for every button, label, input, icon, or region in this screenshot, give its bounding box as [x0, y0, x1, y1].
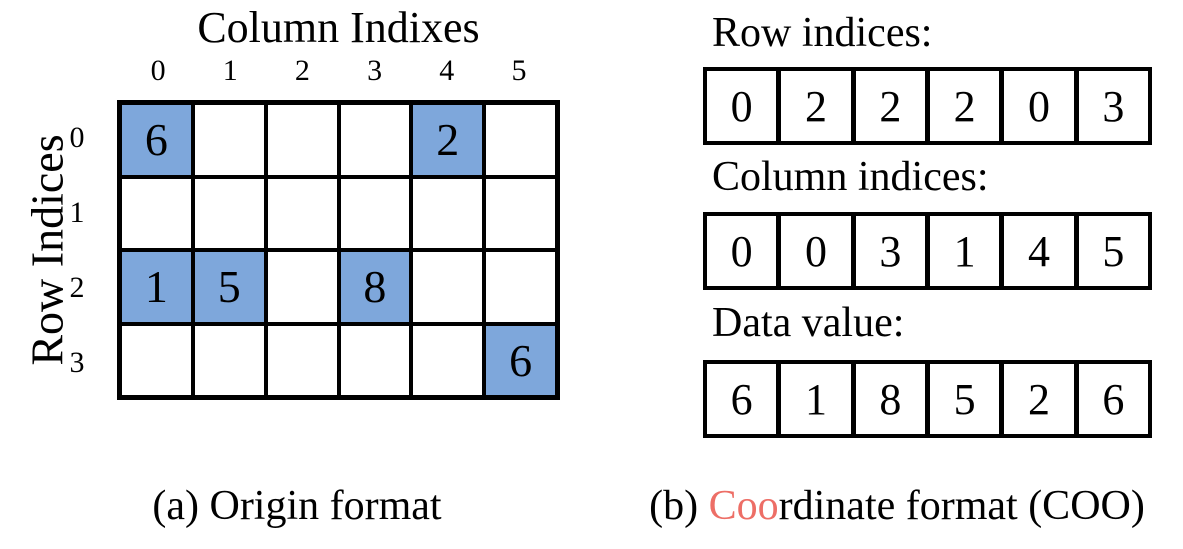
array-1-cell-4: 4: [1004, 216, 1074, 286]
matrix-cell-r1c5: [486, 178, 555, 248]
matrix-cell-r3c0: [122, 325, 191, 395]
matrix-cell-r2c4: [413, 252, 483, 322]
matrix-cell-r2c2: [267, 252, 337, 322]
row-index-label-0: 0: [69, 120, 85, 154]
matrix-cell-r1c2: [267, 178, 337, 248]
array-1-cell-1: 0: [781, 216, 851, 286]
array-0-cell-5: 3: [1078, 71, 1148, 141]
matrix-cell-r3c5: 6: [486, 325, 555, 395]
row-index-label-3: 3: [69, 345, 85, 379]
matrix-cell-r2c3: 8: [340, 252, 410, 322]
caption-b-highlight: Coo: [708, 483, 779, 529]
array-2-cell-2: 8: [855, 364, 925, 434]
matrix-cell-r0c2: [267, 105, 337, 175]
column-axis-title: Column Indixes: [197, 3, 480, 52]
array-2-cell-5: 6: [1078, 364, 1148, 434]
matrix-cell-r2c0: 1: [122, 252, 191, 322]
array-1-cell-0: 0: [707, 216, 777, 286]
array-0-cell-4: 0: [1004, 71, 1074, 141]
column-index-label-5: 5: [511, 54, 527, 87]
array-0-cell-2: 2: [855, 71, 925, 141]
matrix-cell-r1c4: [413, 178, 483, 248]
column-index-label-3: 3: [367, 54, 383, 87]
caption-b: (b) Coordinate format (COO): [647, 482, 1147, 530]
matrix-cell-r3c1: [194, 325, 264, 395]
matrix-cell-r0c5: [486, 105, 555, 175]
data-value-label: Data value:: [712, 300, 905, 346]
array-2-cell-4: 2: [1004, 364, 1074, 434]
array-2-cell-3: 5: [930, 364, 1000, 434]
array-2-cell-0: 6: [707, 364, 777, 434]
column-index-label-0: 0: [150, 54, 166, 87]
array-1-cell-5: 5: [1078, 216, 1148, 286]
row-indices-label: Row indices:: [712, 10, 933, 56]
matrix-cell-r1c3: [340, 178, 410, 248]
array-2-cell-1: 1: [781, 364, 851, 434]
matrix-cell-r0c3: [340, 105, 410, 175]
column-indices-label: Column indices:: [712, 154, 989, 200]
matrix-cell-r0c1: [194, 105, 264, 175]
array-0-cell-0: 0: [707, 71, 777, 141]
matrix-cell-r0c4: 2: [413, 105, 483, 175]
column-index-label-1: 1: [222, 54, 238, 87]
array-1-cell-3: 1: [930, 216, 1000, 286]
column-index-label-2: 2: [294, 54, 310, 87]
matrix-cell-r1c0: [122, 178, 191, 248]
matrix-cell-r3c2: [267, 325, 337, 395]
caption-a: (a) Origin format: [152, 483, 442, 529]
matrix-cell-r2c1: 5: [194, 252, 264, 322]
row-index-labels: 0 1 2 3: [62, 100, 92, 400]
caption-b-suffix: rdinate format (COO): [778, 483, 1145, 529]
array-1-cell-2: 3: [855, 216, 925, 286]
row-index-label-2: 2: [69, 270, 85, 304]
caption-b-prefix: (b): [649, 483, 709, 529]
matrix-cell-r2c5: [486, 252, 555, 322]
matrix-cell-r1c1: [194, 178, 264, 248]
matrix-cell-r3c3: [340, 325, 410, 395]
matrix-cell-r0c0: 6: [122, 105, 191, 175]
matrix-cell-r3c4: [413, 325, 483, 395]
array-0-cell-1: 2: [781, 71, 851, 141]
column-index-labels: 0 1 2 3 4 5: [122, 52, 555, 90]
column-index-label-4: 4: [439, 54, 455, 87]
array-0-cell-3: 2: [930, 71, 1000, 141]
row-index-label-1: 1: [69, 195, 85, 229]
